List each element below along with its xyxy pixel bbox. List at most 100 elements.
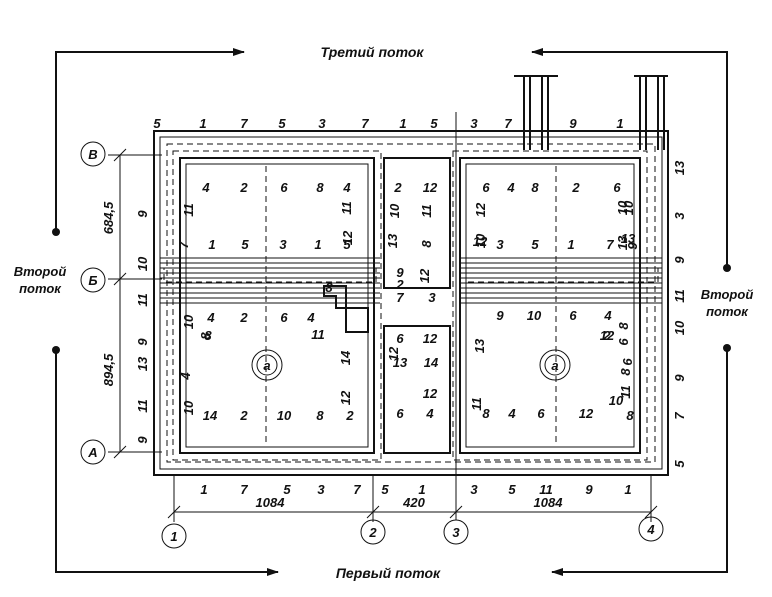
room-2-mark-outer <box>539 349 571 381</box>
room-2-dashed-course <box>452 150 648 461</box>
bottom-dimension-1: 1084 <box>256 495 286 510</box>
center-upper-outline <box>383 157 451 289</box>
brick-number-room2-left-1: 12 <box>473 202 488 217</box>
brick-number-room1-bottom-1: 14 <box>203 408 218 423</box>
brick-number-right-inner-4: 6 <box>616 338 631 346</box>
brick-number-top-row-5: 3 <box>318 116 326 131</box>
brick-number-room1-right-3: 14 <box>338 350 353 365</box>
brick-number-room2-top-3: 8 <box>531 180 539 195</box>
axis-v-label: В <box>88 147 97 162</box>
brick-number-room2-bottom-5: 10 <box>609 393 624 408</box>
axis-a-label: А <box>87 445 97 460</box>
brick-number-room2-band-2: 3 <box>496 237 504 252</box>
brick-number-right-col-3: 9 <box>672 256 687 264</box>
brick-number-room2-left-4: 11 <box>469 397 484 411</box>
brick-number-room1-band-4: 1 <box>314 237 321 252</box>
brick-number-room2-band-1: 12 <box>473 234 488 249</box>
brick-number-right-inner-3: 8 <box>616 322 631 330</box>
brick-number-room2-top-1: 6 <box>482 180 490 195</box>
third-flow-label: Третий поток <box>321 44 425 60</box>
room-2-mark-inner <box>544 354 566 376</box>
first-flow-left-line <box>55 350 279 576</box>
room-1-outline <box>179 157 375 454</box>
brick-number-room2-band-4: 1 <box>567 237 574 252</box>
brick-number-room2-bottom-6: 8 <box>626 408 634 423</box>
brick-number-room2-mid-1: 9 <box>496 308 504 323</box>
brick-number-center-left-3: 12 <box>386 346 401 361</box>
brick-number-center-right-1: 11 <box>419 204 434 218</box>
brick-number-top-row-9: 3 <box>470 116 478 131</box>
first-flow-label: Первый поток <box>336 565 441 581</box>
third-flow-left-line <box>55 48 245 232</box>
axis-3-circle <box>443 519 469 545</box>
brick-number-left-inner-1: 11 <box>181 203 196 217</box>
first-flow-right-line <box>551 348 728 576</box>
brick-number-center-right-3: 12 <box>417 268 432 283</box>
brick-number-top-row-3: 7 <box>240 116 248 131</box>
brick-number-right-col-6: 9 <box>672 374 687 382</box>
brick-number-right-col-4: 11 <box>672 289 687 303</box>
brick-number-top-row-1: 5 <box>153 116 161 131</box>
room-1-mark-outer <box>251 349 283 381</box>
brick-number-room1-band-3: 3 <box>279 237 287 252</box>
brick-number-room1-top-3: 6 <box>280 180 288 195</box>
axis-4-label: 4 <box>646 522 655 537</box>
axis-2-label: 2 <box>368 525 377 540</box>
brick-number-right-inner-2: 13 <box>615 235 630 250</box>
second-flow-left-label-line2: поток <box>19 281 62 296</box>
brick-number-left-col-5: 13 <box>135 356 150 371</box>
flow-lines <box>52 48 731 576</box>
brick-number-center-mid-1: 9 <box>396 265 404 280</box>
brick-number-room1-mid-5: 8 <box>204 328 212 343</box>
brick-number-room2-top-4: 2 <box>571 180 580 195</box>
brick-number-left-col-1: 9 <box>135 210 150 218</box>
brick-number-center-low-1: 6 <box>396 331 404 346</box>
brick-number-center-low-6: 6 <box>396 406 404 421</box>
brick-number-bottom-row-10: 11 <box>539 482 553 497</box>
brick-number-room2-right-1: 10 <box>621 200 636 215</box>
brick-number-room2-bottom-3: 6 <box>537 406 545 421</box>
brick-number-room2-top-5: 6 <box>613 180 621 195</box>
brick-number-right-col-2: 3 <box>672 212 687 220</box>
brick-number-top-row-10: 7 <box>504 116 512 131</box>
brick-number-room2-left-3: 13 <box>472 338 487 353</box>
brick-number-room2-bottom-2: 4 <box>507 406 516 421</box>
brick-number-room1-band-1: 1 <box>208 237 215 252</box>
room-1-dashed-course <box>172 150 382 461</box>
brick-number-room2-right-3: 6 <box>620 358 635 366</box>
second-flow-left-label-line1: Второй <box>14 264 67 279</box>
bottom-dimension-2: 420 <box>402 495 425 510</box>
brick-number-top-row-11: 9 <box>569 116 577 131</box>
brick-number-room2-mid-2: 10 <box>527 308 542 323</box>
second-flow-right-label-line1: Второй <box>701 287 754 302</box>
brick-number-right-col-7: 7 <box>672 412 687 420</box>
axis-circles <box>80 141 664 549</box>
brick-number-room2-right-4: 11 <box>618 385 633 399</box>
brick-number-top-row-2: 1 <box>199 116 206 131</box>
brick-number-room2-bottom-1: 8 <box>482 406 490 421</box>
room-2-inner-line <box>465 163 635 448</box>
brick-number-center-left-2: 13 <box>385 233 400 248</box>
brick-number-center-low-4: 14 <box>424 355 439 370</box>
brick-number-center-mid-6: 8 <box>325 280 333 295</box>
second-flow-right-label-line2: поток <box>706 304 749 319</box>
brick-number-center-left-1: 10 <box>387 203 402 218</box>
brick-number-room2-mid-3: 6 <box>569 308 577 323</box>
brick-number-room1-bottom-4: 8 <box>316 408 324 423</box>
axis-v-circle <box>80 141 106 167</box>
brick-number-bottom-row-7: 1 <box>418 482 425 497</box>
brick-number-room2-bottom-4: 12 <box>579 406 594 421</box>
brick-number-right-col-8: 5 <box>672 460 687 468</box>
brick-number-room1-bottom-3: 10 <box>277 408 292 423</box>
brick-number-bottom-row-9: 5 <box>508 482 516 497</box>
bottom-dimension-tick-2 <box>366 505 380 519</box>
brick-number-left-inner-6: 10 <box>181 400 196 415</box>
brick-number-room2-top-2: 4 <box>506 180 515 195</box>
brick-number-top-row-7: 1 <box>399 116 406 131</box>
room-2-outline <box>459 157 641 454</box>
brick-number-center-mid-4: 3 <box>428 290 436 305</box>
center-lower-outline <box>383 325 451 454</box>
room-1-mark-label: а <box>263 358 270 373</box>
brick-number-center-mid-2: 2 <box>395 277 404 292</box>
